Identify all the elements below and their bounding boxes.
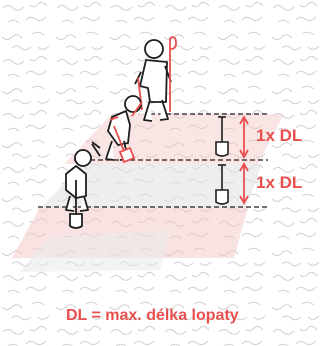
shovel-icon [69,143,101,229]
legend-text: DL = max. délka lopaty [66,307,239,324]
step-label-upper: 1x DL [256,126,302,145]
shovel-icon [215,164,229,205]
shovel-icon [109,101,143,164]
step-label-lower: 1x DL [256,173,302,192]
step-lines [38,113,268,208]
measure-arrows [239,115,249,205]
shovel-icon [215,116,229,157]
